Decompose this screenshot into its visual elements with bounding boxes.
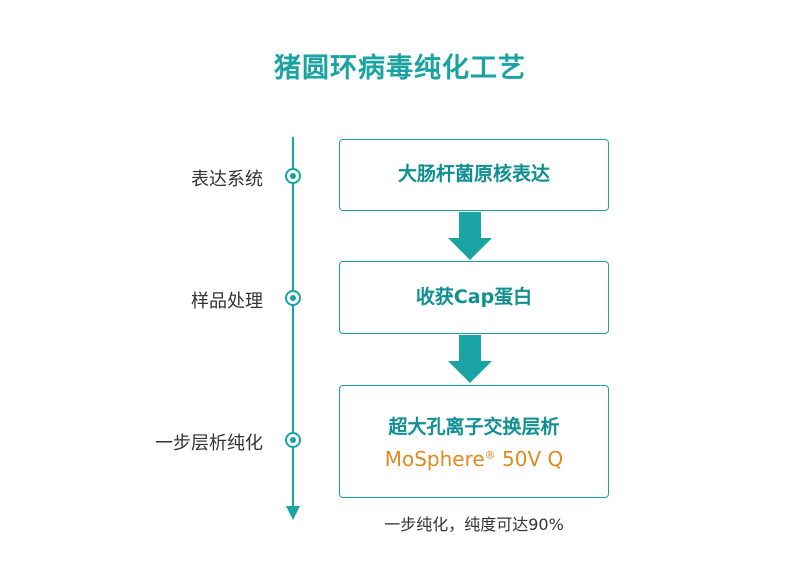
product-name: MoSphere® 50V Q [340,447,608,471]
step-box-chromatography: 超大孔离子交换层析 MoSphere® 50V Q [339,385,609,498]
page-title: 猪圆环病毒纯化工艺 [274,53,526,84]
stage-label-expression: 表达系统 [191,169,263,190]
timeline-node-1 [285,168,301,184]
step-text: 收获Cap蛋白 [415,286,533,308]
step-box-harvest: 收获Cap蛋白 [339,261,609,334]
stage-label-sample-processing: 样品处理 [191,291,263,312]
timeline-node-3 [285,432,301,448]
product-model: 50V Q [502,447,564,471]
flow-arrow-down-icon [448,212,492,260]
step-text: 超大孔离子交换层析 [388,416,560,438]
registered-mark: ® [484,448,496,462]
product-brand: MoSphere [384,447,485,471]
step-box-expression: 大肠杆菌原核表达 [339,139,609,211]
step-text: 大肠杆菌原核表达 [397,163,550,185]
purity-note: 一步纯化，纯度可达90% [384,515,564,534]
timeline-arrowhead-icon [286,506,300,520]
flow-arrow-down-icon [448,335,492,383]
timeline-node-2 [285,290,301,306]
stage-label-purification: 一步层析纯化 [155,433,263,454]
